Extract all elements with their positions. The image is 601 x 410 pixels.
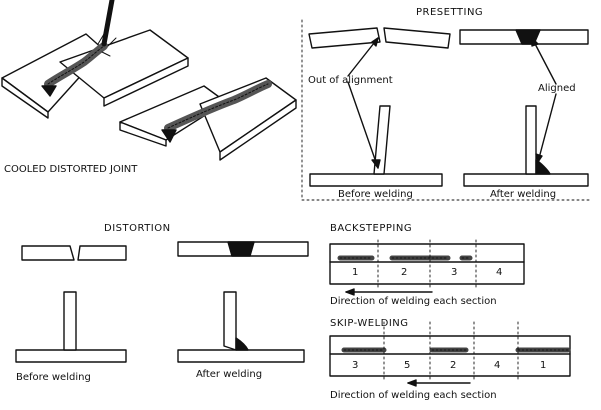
backstepping-diagram: [329, 239, 525, 296]
cooled-joint-caption: COOLED DISTORTED JOINT: [4, 164, 138, 175]
presetting-plates-before: [308, 27, 451, 49]
welding-plates-with-electrode: [1, 0, 189, 119]
distortion-plates-before: [21, 245, 127, 261]
distortion-before-label: Before welding: [16, 372, 91, 383]
backstepping-title: BACKSTEPPING: [330, 223, 413, 234]
backstep-section-1: 1: [352, 267, 359, 278]
skip-section-3: 3: [352, 360, 359, 371]
distortion-title: DISTORTION: [104, 223, 171, 234]
skip-section-5: 5: [404, 360, 411, 371]
presetting-tee-before: [309, 105, 443, 187]
skip-welding-title: SKIP-WELDING: [330, 318, 409, 329]
distortion-plates-after: [177, 241, 309, 257]
presetting-tee-after: [463, 105, 589, 187]
skip-section-1: 1: [540, 360, 547, 371]
presetting-arrows: [347, 37, 557, 169]
skip-welding-diagram: [329, 321, 571, 387]
distortion-after-label: After welding: [196, 369, 263, 380]
backstep-section-2: 2: [401, 267, 408, 278]
presetting-border: [301, 19, 591, 201]
aligned-label: Aligned: [538, 83, 576, 94]
skip-welding-direction: Direction of welding each section: [330, 390, 497, 401]
presetting-before-label: Before welding: [338, 189, 413, 200]
distortion-tee-before: [15, 291, 127, 363]
cooled-distorted-plates: [119, 77, 297, 161]
presetting-after-label: After welding: [490, 189, 557, 200]
backstep-section-4: 4: [496, 267, 503, 278]
skip-section-4: 4: [494, 360, 501, 371]
backstep-section-3: 3: [451, 267, 458, 278]
skip-section-2: 2: [450, 360, 457, 371]
backstepping-direction: Direction of welding each section: [330, 296, 497, 307]
presetting-plates-after: [459, 29, 589, 45]
distortion-tee-after: [177, 291, 305, 363]
presetting-title: PRESETTING: [416, 7, 484, 18]
out-of-alignment-label: Out of alignment: [308, 75, 393, 86]
